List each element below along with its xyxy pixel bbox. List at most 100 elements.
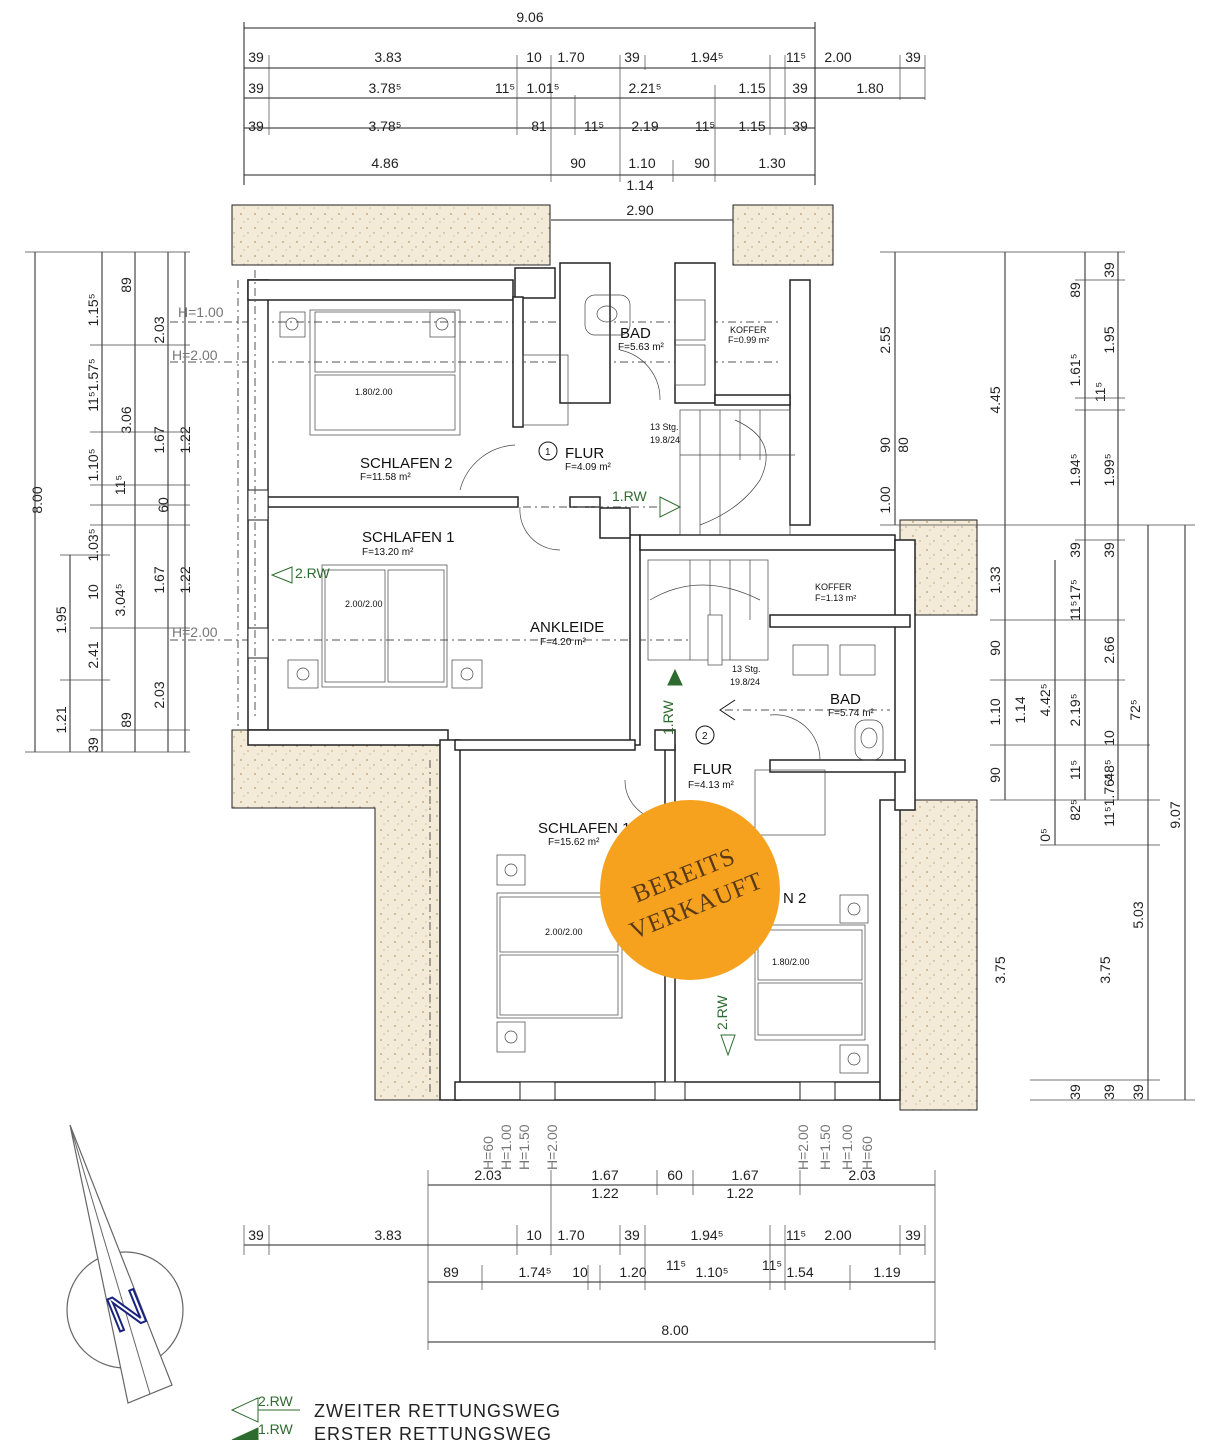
svg-text:89: 89: [443, 1264, 459, 1280]
svg-text:11⁵: 11⁵: [786, 1227, 806, 1243]
svg-text:F=4.09 m²: F=4.09 m²: [565, 462, 612, 473]
svg-text:90: 90: [987, 640, 1003, 656]
bed-schlafen2-bottom: [754, 894, 869, 1074]
svg-text:72⁵: 72⁵: [1127, 699, 1143, 720]
north-arrow-icon: N: [66, 1124, 184, 1404]
rw2-label-top: 2.RW: [295, 565, 331, 581]
rw1-label-vertical: 1.RW: [660, 699, 676, 735]
rw1-arrow-up-icon: [667, 668, 683, 686]
bed-schlafen2-top: [279, 309, 461, 436]
svg-text:11⁵: 11⁵: [762, 1257, 782, 1273]
svg-text:11⁵17⁵: 11⁵17⁵: [1067, 579, 1083, 621]
svg-text:F=13.20 m²: F=13.20 m²: [362, 547, 414, 558]
svg-text:39: 39: [248, 1227, 264, 1243]
svg-text:2.55: 2.55: [877, 326, 893, 353]
svg-text:F=1.13 m²: F=1.13 m²: [815, 593, 856, 603]
svg-text:4.42⁵: 4.42⁵: [1037, 683, 1053, 716]
svg-text:39: 39: [85, 737, 101, 753]
svg-text:39: 39: [624, 1227, 640, 1243]
top-dimension-chains: 9.06 39 3.83 10 1.70 39 1.94⁵ 11⁵ 2.00 3…: [243, 9, 926, 221]
svg-text:2.00: 2.00: [824, 1227, 851, 1243]
rw2-label-vertical: 2.RW: [714, 994, 730, 1030]
svg-text:1.70: 1.70: [557, 1227, 584, 1243]
svg-text:39: 39: [905, 1227, 921, 1243]
svg-text:39: 39: [248, 118, 264, 134]
svg-text:H=60: H=60: [859, 1136, 875, 1170]
svg-text:11⁵: 11⁵: [666, 1257, 686, 1273]
svg-text:5.03: 5.03: [1130, 901, 1146, 928]
svg-text:2.00: 2.00: [824, 49, 851, 65]
svg-text:1.22: 1.22: [726, 1185, 753, 1201]
svg-text:H=1.00: H=1.00: [178, 304, 224, 320]
svg-text:1.67: 1.67: [151, 566, 167, 593]
svg-text:1.01⁵: 1.01⁵: [526, 80, 559, 96]
svg-text:39: 39: [1101, 542, 1117, 558]
svg-text:11⁵1.57⁵: 11⁵1.57⁵: [85, 358, 101, 411]
svg-text:H=2.00: H=2.00: [172, 624, 218, 640]
svg-text:39: 39: [905, 49, 921, 65]
svg-text:39: 39: [624, 49, 640, 65]
room-flur2: FLUR: [693, 761, 732, 778]
svg-text:1.00: 1.00: [877, 486, 893, 513]
svg-text:2.21⁵: 2.21⁵: [628, 80, 661, 96]
svg-text:1: 1: [545, 447, 551, 458]
svg-text:1.30: 1.30: [758, 155, 785, 171]
svg-text:F=5.63 m²: F=5.63 m²: [618, 342, 665, 353]
svg-text:H=60: H=60: [480, 1136, 496, 1170]
height-labels-bottom: H=60 H=1.00 H=1.50 H=2.00 H=2.00 H=1.50 …: [480, 1124, 875, 1170]
svg-text:1.80/2.00: 1.80/2.00: [355, 387, 393, 397]
rw2-arrow-icon: [270, 566, 293, 584]
svg-text:11⁵: 11⁵: [584, 118, 604, 134]
svg-text:1.61⁵: 1.61⁵: [1067, 353, 1083, 386]
room-ankleide: ANKLEIDE: [530, 619, 604, 636]
room-schlafen1-bottom: SCHLAFEN 1: [538, 820, 631, 837]
svg-text:1.10⁵: 1.10⁵: [85, 448, 101, 481]
svg-text:1.22: 1.22: [177, 566, 193, 593]
room-labels: SCHLAFEN 2 F=11.58 m² 1.80/2.00 SCHLAFEN…: [345, 325, 875, 967]
svg-text:90: 90: [694, 155, 710, 171]
svg-text:1.10: 1.10: [987, 698, 1003, 725]
svg-text:1.95: 1.95: [1101, 326, 1117, 353]
svg-text:48⁵: 48⁵: [1101, 759, 1117, 780]
svg-text:82⁵: 82⁵: [1067, 799, 1083, 820]
svg-text:1.10⁵: 1.10⁵: [695, 1264, 728, 1280]
svg-text:2.03: 2.03: [151, 316, 167, 343]
legend-rw1-text: ERSTER RETTUNGSWEG: [314, 1424, 552, 1440]
legend: 2.RW ZWEITER RETTUNGSWEG 1.RW ERSTER RET…: [230, 1393, 560, 1440]
left-dimension-chains: 8.00 1.95 1.21 2.41 39 1.15⁵ 11⁵1.57⁵ 1.…: [25, 251, 193, 753]
legend-rw2-code: 2.RW: [258, 1393, 294, 1409]
svg-text:4.86: 4.86: [371, 155, 398, 171]
svg-text:3.75: 3.75: [1097, 956, 1113, 983]
svg-text:3.06: 3.06: [118, 406, 134, 433]
svg-text:1.21: 1.21: [53, 706, 69, 733]
room-schlafen1-top: SCHLAFEN 1: [362, 529, 455, 546]
svg-text:1.94⁵: 1.94⁵: [690, 49, 723, 65]
svg-text:H=1.50: H=1.50: [516, 1124, 532, 1170]
svg-text:39: 39: [1101, 262, 1117, 278]
svg-text:1.14: 1.14: [1012, 696, 1028, 723]
dim-total-top: 9.06: [516, 9, 543, 25]
svg-text:H=2.00: H=2.00: [172, 347, 218, 363]
svg-text:10: 10: [1101, 730, 1117, 746]
right-dimension-chains: 2.55 90 80 1.00 4.45 89 1.61⁵ 11⁵ 1.94⁵ …: [877, 251, 1195, 1101]
svg-text:2.03: 2.03: [848, 1167, 875, 1183]
svg-text:19.8/24: 19.8/24: [730, 677, 760, 687]
svg-text:2.41: 2.41: [85, 641, 101, 668]
svg-text:89: 89: [118, 712, 134, 728]
svg-text:1.80: 1.80: [856, 80, 883, 96]
svg-text:39: 39: [1067, 542, 1083, 558]
svg-text:1.15⁵: 1.15⁵: [85, 293, 101, 326]
svg-text:1.70: 1.70: [557, 49, 584, 65]
svg-text:1.33: 1.33: [987, 566, 1003, 593]
svg-text:10: 10: [85, 584, 101, 600]
svg-text:39: 39: [1130, 1084, 1146, 1100]
sold-stamp: BEREITS VERKAUFT: [600, 800, 780, 980]
svg-text:2.03: 2.03: [474, 1167, 501, 1183]
svg-text:1.67: 1.67: [731, 1167, 758, 1183]
svg-text:3.83: 3.83: [374, 49, 401, 65]
bottom-dimension-chains: H=60 H=1.00 H=1.50 H=2.00 H=2.00 H=1.50 …: [243, 1124, 936, 1350]
svg-text:10: 10: [572, 1264, 588, 1280]
svg-text:1.22: 1.22: [177, 426, 193, 453]
svg-text:10: 10: [526, 49, 542, 65]
svg-text:1.95: 1.95: [53, 606, 69, 633]
